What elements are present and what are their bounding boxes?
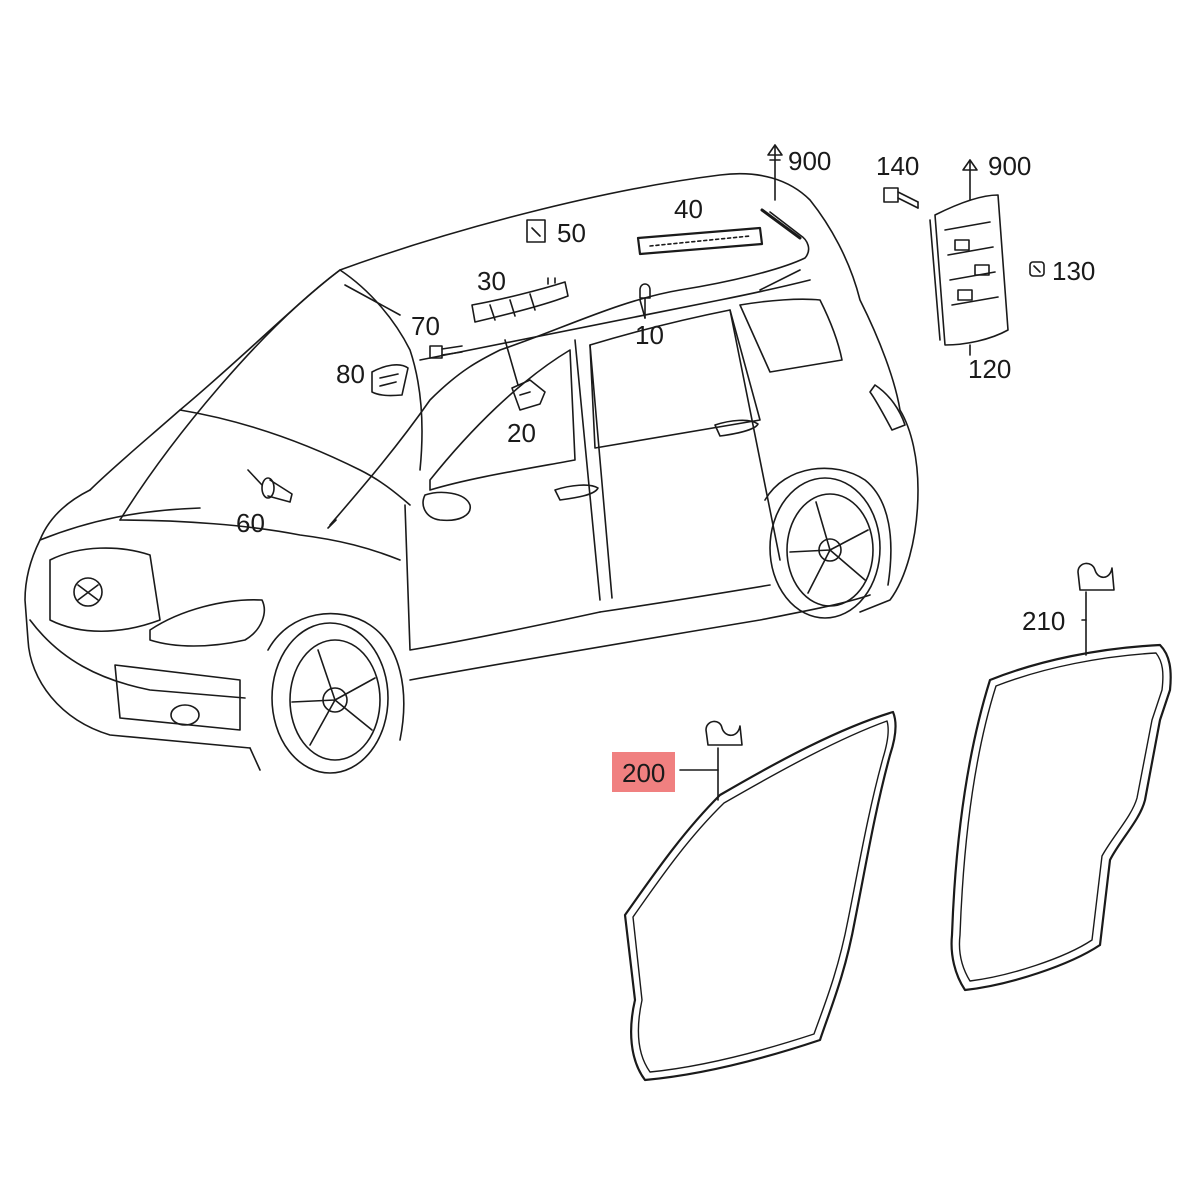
- label-part-120: 120: [968, 354, 1012, 384]
- part-80-bracket: [371, 363, 409, 397]
- label-part-140: 140: [876, 151, 920, 181]
- car-body-outline: [24, 172, 919, 771]
- label-part-210: 210: [1022, 606, 1066, 636]
- label-part-200-highlighted[interactable]: 200: [612, 752, 676, 792]
- label-part-30: 30: [477, 266, 506, 296]
- label-part-10: 10: [635, 320, 664, 350]
- rear-wheel: [764, 467, 892, 619]
- part-130-clip: [1029, 261, 1045, 277]
- part-50-clip: [526, 219, 546, 243]
- part-60-bolt: [247, 469, 293, 503]
- label-part-900-left: 900: [788, 146, 832, 176]
- label-part-60: 60: [236, 508, 265, 538]
- label-part-70: 70: [411, 311, 440, 341]
- leader-lines: [639, 269, 801, 319]
- label-part-80: 80: [336, 359, 365, 389]
- part-140-bolt: [883, 187, 919, 209]
- label-part-130: 130: [1052, 256, 1096, 286]
- label-part-50: 50: [557, 218, 586, 248]
- part-20-clip: [504, 339, 546, 411]
- front-wheel: [267, 612, 405, 774]
- part-70-bolt: [344, 284, 463, 359]
- part-10-clip: [639, 283, 651, 319]
- label-part-20: 20: [507, 418, 536, 448]
- curtain-airbag-strip: [327, 211, 810, 529]
- part-120-airbag-module: [929, 194, 1009, 356]
- part-210-rear-door-seal: [950, 562, 1172, 992]
- part-900a-stud: [760, 144, 802, 240]
- part-200-front-door-seal: [623, 710, 897, 1082]
- part-900b-stud: [962, 159, 978, 201]
- top-margin: [0, 0, 1200, 100]
- label-part-40: 40: [674, 194, 703, 224]
- part-30-bracket: [471, 277, 569, 323]
- part-40-bracket: [636, 226, 764, 256]
- label-part-900-right: 900: [988, 151, 1032, 181]
